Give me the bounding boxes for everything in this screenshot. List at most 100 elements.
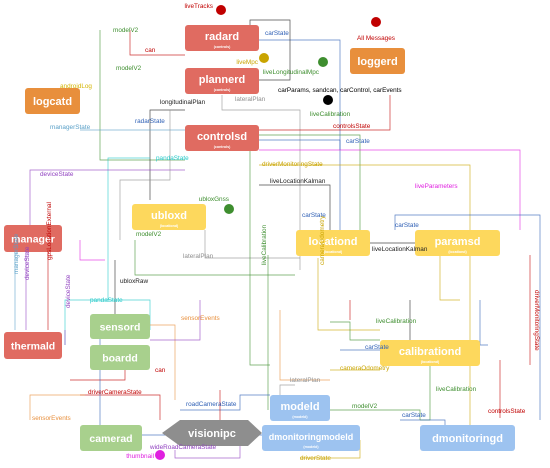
- edge-11: [29, 169, 185, 225]
- node-manager-label: manager: [11, 233, 55, 245]
- dot-liveLongitudinalMpc: liveLongitudinalMpc: [263, 57, 328, 76]
- edge-label-pandaState_low: pandaState: [90, 297, 123, 304]
- edge-14: [394, 214, 541, 420]
- edge-label-radarState: radarState: [135, 118, 165, 125]
- edge-8: [107, 157, 150, 300]
- edge-label-liveParameters: liveParameters: [415, 183, 458, 190]
- edge-0: [99, 30, 185, 161]
- edge-label-roadCameraState: roadCameraState: [186, 401, 237, 408]
- edge-label-cameraOdometry_low: cameraOdometry: [340, 365, 390, 372]
- edge-label-deviceState_low: deviceState: [65, 274, 72, 308]
- edge-label-sensorEvents_mid: sensorEvents: [181, 315, 220, 322]
- node-paramsd-subtitle: (locationd): [448, 250, 467, 254]
- node-dmonitoringmodeld-box: [262, 425, 360, 451]
- edge-37: [330, 409, 421, 420]
- node-modeld: modeld(modeld): [270, 395, 330, 421]
- edge-label-liveLocationKalman_mid: liveLocationKalman: [372, 246, 428, 253]
- edge-3: [221, 95, 301, 270]
- edge-label-controlsState_top: controlsState: [333, 123, 371, 130]
- edge-36: [180, 394, 270, 411]
- node-dmonitoringmodeld-subtitle: (modeld): [303, 445, 319, 449]
- dot-ubloxGnss-marker: [224, 204, 234, 214]
- edge-label-modelV2_low: modelV2: [352, 403, 378, 410]
- node-camerad-label: camerad: [89, 433, 132, 445]
- node-visionipc-box: [162, 420, 262, 446]
- edge-label-modelV2_top: modelV2: [113, 27, 139, 34]
- node-ubloxd-label: ubloxd: [151, 210, 187, 222]
- node-dmonitoringd: dmonitoringd: [420, 425, 515, 451]
- node-modeld-subtitle: (modeld): [292, 415, 308, 419]
- node-dmonitoringd-box: [420, 425, 515, 451]
- edge-label-longitudinalPlan: longitudinalPlan: [160, 99, 206, 106]
- node-calibrationd-subtitle: (locationd): [421, 360, 440, 364]
- edge-35: [29, 394, 85, 420]
- node-paramsd-box: [415, 230, 500, 256]
- edge-52: [150, 300, 201, 341]
- node-locationd: locationd(locationd): [296, 230, 370, 256]
- dot-liveMpc: liveMpc: [236, 53, 269, 66]
- node-paramsd: paramsd (locationd): [415, 230, 500, 256]
- edge-49: [279, 310, 330, 381]
- edge-40: [174, 445, 241, 459]
- dot-carParams-marker: [323, 95, 333, 105]
- edge-48: [249, 150, 270, 366]
- edge-label-driverCameraState: driverCameraState: [88, 389, 142, 396]
- node-loggerd: loggerd: [350, 48, 405, 74]
- node-thermald-box: [4, 332, 62, 359]
- edge-32: [279, 384, 295, 395]
- node-controlsd: controlsd(controls): [185, 125, 259, 151]
- dot-liveLongitudinalMpc-marker: [318, 57, 328, 67]
- edge-6: [259, 95, 391, 131]
- edge-1: [129, 30, 185, 56]
- edge-51: [439, 255, 460, 301]
- node-dmonitoringd-label: dmonitoringd: [432, 433, 503, 445]
- node-plannerd-box: [185, 68, 259, 94]
- nodes: radard(controls)plannerd(controls)contro…: [4, 25, 515, 451]
- edge-27: [150, 324, 176, 400]
- edge-label-liveCalibration_mid: liveCalibration: [376, 318, 417, 325]
- node-paramsd-label: paramsd: [435, 236, 481, 248]
- edge-label-controlsState_low: controlsState: [488, 408, 526, 415]
- edge-50: [479, 300, 488, 346]
- edge-label-lateralPlan_mid: lateralPlan: [183, 253, 214, 260]
- node-camerad-box: [80, 425, 142, 451]
- dot-ubloxGnss: ubloxGnss: [199, 196, 234, 214]
- node-manager: manager: [4, 225, 62, 252]
- edge-label-can_low: can: [155, 367, 166, 374]
- edge-label-gpsLocationExternal: gpsLocationExternal: [46, 202, 53, 260]
- edge-label-carState_calib: carState: [365, 344, 389, 351]
- edge-label-carState_mid: carState: [346, 138, 370, 145]
- node-logcatd: logcatd: [25, 88, 80, 114]
- node-radard: radard(controls): [185, 25, 259, 51]
- node-controlsd-label: controlsd: [197, 131, 247, 143]
- dot-thumbnail-label: thumbnail: [126, 453, 154, 460]
- dot-liveMpc-label: liveMpc: [236, 59, 258, 66]
- edge-label-carState_low: carState: [402, 412, 426, 419]
- dot-liveMpc-marker: [259, 53, 269, 63]
- dot-carParams-label: carParams, sandcan, carControl, carEvent…: [278, 87, 402, 94]
- node-sensord: sensord: [90, 314, 150, 339]
- dot-thumbnail-marker: [155, 450, 165, 460]
- node-ubloxd-box: [132, 204, 206, 230]
- dot-carParams: carParams, sandcan, carControl, carEvent…: [278, 87, 402, 105]
- node-locationd-label: locationd: [309, 236, 358, 248]
- node-plannerd-label: plannerd: [199, 74, 245, 86]
- edge-23: [317, 258, 380, 331]
- edge-label-liveCalibration_low: liveCalibration: [436, 386, 477, 393]
- node-boardd: boardd: [90, 345, 150, 370]
- node-calibrationd-label: calibrationd: [399, 346, 461, 358]
- node-radard-label: radard: [205, 31, 239, 43]
- dot-liveTracks-label: liveTracks: [184, 3, 213, 10]
- edge-9: [259, 139, 341, 230]
- node-manager-box: [4, 225, 62, 252]
- edge-33: [420, 360, 431, 421]
- node-boardd-box: [90, 345, 150, 370]
- dot-thumbnail: thumbnail: [126, 450, 165, 460]
- dot-liveTracks-marker: [216, 5, 226, 15]
- edge-label-modelV2_left: modelV2: [116, 65, 142, 72]
- node-calibrationd-box: [380, 340, 480, 366]
- node-visionipc-label: visionipc: [188, 428, 236, 440]
- edge-label-driverMonitoringState: driverMonitoringState: [262, 161, 323, 168]
